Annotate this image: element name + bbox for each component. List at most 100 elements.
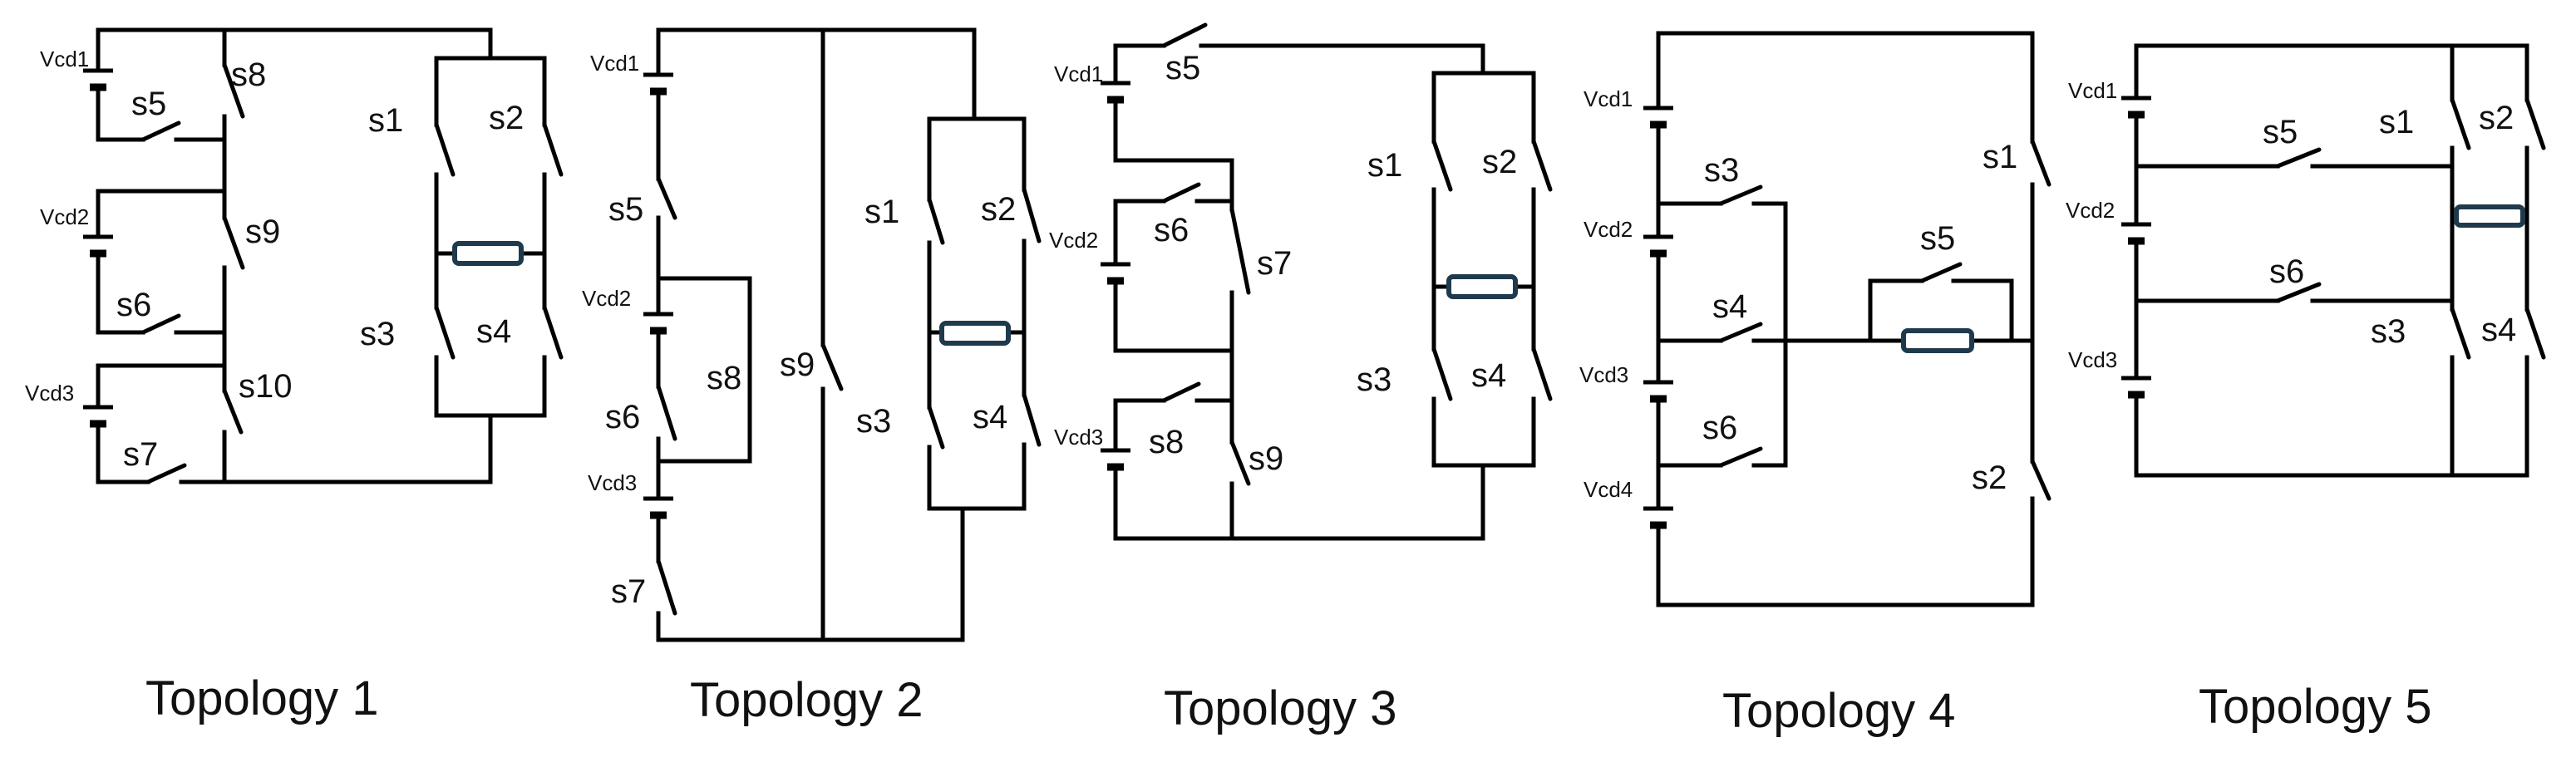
t1-switch-s3 xyxy=(434,305,456,360)
t4-label-s4: s4 xyxy=(1712,288,1747,325)
t2-wire xyxy=(927,442,1027,511)
t1-label-s3: s3 xyxy=(360,316,395,352)
t2-switch-s3 xyxy=(927,405,945,450)
t5-switch-s4 xyxy=(2524,307,2546,360)
t1-switch-s6 xyxy=(140,313,181,335)
t4-battery-vcd4 xyxy=(1643,506,1673,529)
t3-wire xyxy=(1194,398,1234,445)
t2-switch-s7 xyxy=(656,558,677,616)
t3-switch-s4 xyxy=(1531,347,1553,401)
t5-battery-vcd2 xyxy=(2121,222,2151,245)
t4-wire xyxy=(1868,278,1924,343)
t5-switch-s6 xyxy=(2275,282,2322,303)
t3-switch-s1 xyxy=(1431,139,1453,192)
t2-label-vcd2: Vcd2 xyxy=(582,286,631,311)
t1-wire xyxy=(96,421,150,484)
t1-wire xyxy=(179,413,493,484)
t1-wire xyxy=(96,85,145,142)
t1-label-vcd3: Vcd3 xyxy=(25,381,74,406)
t5-label-vcd1: Vcd1 xyxy=(2068,78,2117,103)
t3-switch-s2 xyxy=(1531,139,1553,192)
t1-label-s2: s2 xyxy=(489,100,524,136)
t1-label-vcd2: Vcd2 xyxy=(40,204,89,229)
t4-wire xyxy=(1656,31,2035,144)
t2-label-s7: s7 xyxy=(611,573,646,610)
t3-load-resistor xyxy=(1446,274,1518,299)
t1-switch-s8 xyxy=(222,62,245,119)
t1-label-s7: s7 xyxy=(123,436,158,473)
t1-battery-vcd3 xyxy=(83,405,113,428)
t1-label-s4: s4 xyxy=(476,313,511,350)
t1-switch-s4 xyxy=(542,305,564,360)
t4-label-vcd3: Vcd3 xyxy=(1579,362,1628,387)
t3-battery-vcd3 xyxy=(1101,448,1130,471)
t5-label-vcd3: Vcd3 xyxy=(2068,347,2117,372)
t4-switch-s1 xyxy=(2030,139,2051,187)
t4-switch-s4 xyxy=(1718,322,1763,343)
t2-switch-s4 xyxy=(1022,392,1042,447)
t2-caption: Topology 2 xyxy=(690,673,924,727)
t3-switch-s8 xyxy=(1161,381,1201,403)
t5-label-s5: s5 xyxy=(2263,114,2298,150)
t1-switch-s7 xyxy=(145,463,187,484)
t2-label-s2: s2 xyxy=(981,191,1016,228)
t3-wire xyxy=(1113,463,1485,541)
t1-switch-s1 xyxy=(434,122,456,177)
topology-5: Vcd1 Vcd2 Vcd3 s5 s6 s1 s2 s3 s4 Topolog… xyxy=(2066,43,2546,734)
t1-label-s5: s5 xyxy=(131,86,166,122)
t3-switch-s7 xyxy=(1229,207,1251,295)
t1-label-s6: s6 xyxy=(116,287,151,323)
t1-wire xyxy=(96,27,547,61)
t1-switch-s2 xyxy=(542,122,564,177)
t5-wire xyxy=(2134,238,2280,303)
t4-caption: Topology 4 xyxy=(1722,684,1956,738)
t4-wire xyxy=(1656,496,2035,607)
t3-switch-s9 xyxy=(1229,440,1251,486)
t3-label-s3: s3 xyxy=(1357,361,1391,398)
t2-battery-vcd3 xyxy=(643,496,673,519)
t2-label-s8: s8 xyxy=(707,360,741,396)
t3-caption: Topology 3 xyxy=(1164,681,1397,735)
t2-wire xyxy=(656,27,977,347)
t4-wire xyxy=(1751,201,1788,468)
t3-label-vcd2: Vcd2 xyxy=(1049,228,1098,253)
t2-switch-s9 xyxy=(820,342,844,391)
t2-label-s5: s5 xyxy=(608,191,643,228)
t2-wire xyxy=(656,506,965,642)
t5-wire xyxy=(2134,112,2280,169)
t3-wire xyxy=(1113,278,1234,403)
t3-wire xyxy=(1113,97,1234,212)
t5-label-s3: s3 xyxy=(2371,313,2406,350)
t1-label-s10: s10 xyxy=(239,368,293,405)
t5-label-s4: s4 xyxy=(2481,312,2516,348)
t3-label-s2: s2 xyxy=(1482,144,1517,180)
t1-label-s1: s1 xyxy=(368,102,403,139)
t5-wire xyxy=(2134,43,2529,102)
t3-switch-s3 xyxy=(1431,347,1453,401)
t2-label-s6: s6 xyxy=(605,399,640,435)
t5-label-s2: s2 xyxy=(2479,100,2514,136)
t4-wire xyxy=(1656,251,1723,343)
t1-wire xyxy=(96,265,227,393)
t2-label-vcd1: Vcd1 xyxy=(590,51,639,76)
t3-label-s6: s6 xyxy=(1154,212,1189,248)
topology-4: Vcd1 Vcd2 Vcd3 Vcd4 s3 s4 s5 s6 s1 s2 To… xyxy=(1579,31,2051,738)
t2-wire xyxy=(656,215,752,464)
t4-battery-vcd2 xyxy=(1643,234,1673,258)
t4-label-vcd2: Vcd2 xyxy=(1584,217,1633,242)
t4-label-s1: s1 xyxy=(1982,139,2017,175)
t4-battery-vcd1 xyxy=(1643,106,1673,129)
t2-wire xyxy=(927,116,1027,202)
t4-label-s5: s5 xyxy=(1920,220,1955,257)
t2-label-vcd3: Vcd3 xyxy=(588,470,637,495)
t1-switch-s10 xyxy=(222,388,244,435)
t2-switch-s5 xyxy=(656,176,677,220)
t5-switch-s1 xyxy=(2450,97,2471,150)
t1-label-s8: s8 xyxy=(231,57,266,93)
t5-load-resistor xyxy=(2454,204,2525,228)
t2-label-s4: s4 xyxy=(973,399,1007,435)
t5-wire xyxy=(2450,145,2529,312)
t4-load-resistor xyxy=(1901,328,1974,353)
t4-label-s3: s3 xyxy=(1704,152,1739,189)
